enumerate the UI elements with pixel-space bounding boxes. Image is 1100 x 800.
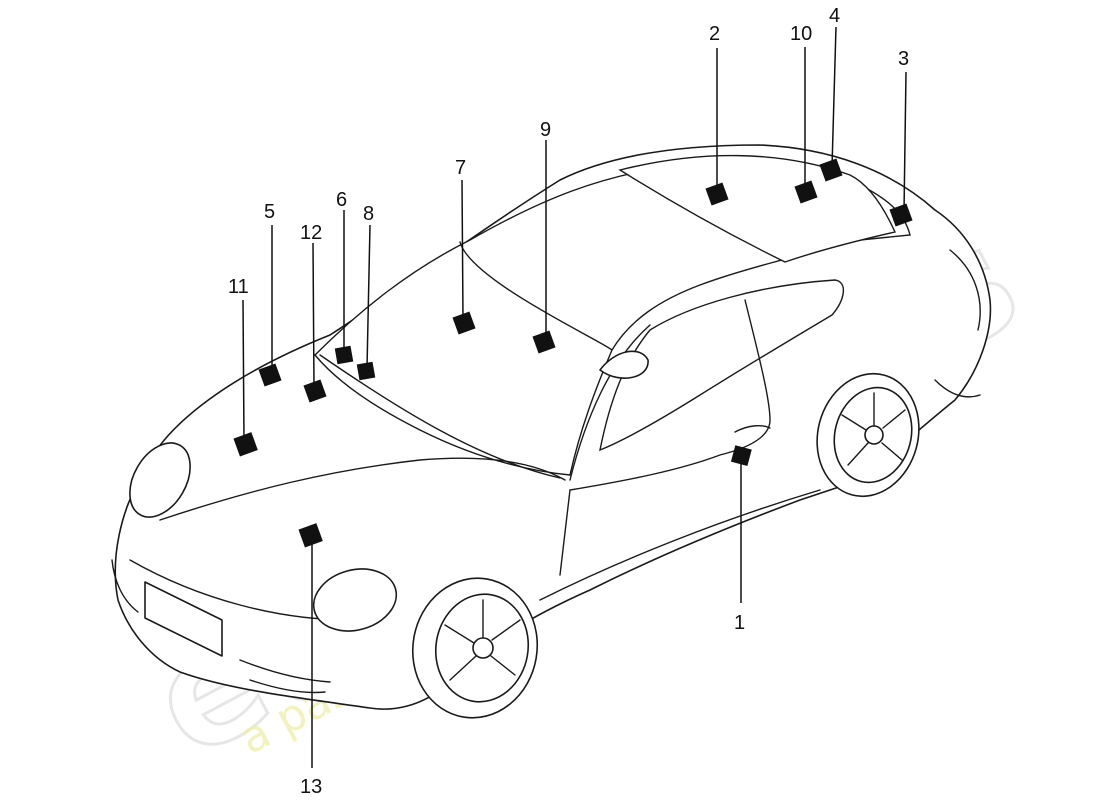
- callout-label-11: 11: [228, 276, 249, 298]
- headlight-right: [312, 568, 398, 632]
- rear-wheel: [816, 372, 920, 498]
- leader-8: [366, 224, 371, 369]
- door-handle: [734, 424, 771, 433]
- headlight-left: [129, 442, 191, 518]
- callout-labels: 1 2 3 4 5 6 7 8 9 10 11 12 13: [228, 5, 909, 798]
- callout-label-6: 6: [336, 189, 347, 211]
- rear-bumper: [934, 249, 981, 398]
- leader-11: [242, 299, 245, 442]
- marker-11[interactable]: [233, 432, 258, 457]
- leader-lines: [242, 26, 907, 768]
- car-outline: [111, 144, 992, 719]
- marker-2[interactable]: [705, 182, 729, 206]
- marker-9[interactable]: [532, 330, 556, 354]
- marker-10[interactable]: [794, 180, 818, 204]
- callout-label-7: 7: [455, 157, 466, 179]
- front-wheel: [411, 577, 539, 719]
- marker-5[interactable]: [258, 363, 282, 387]
- callout-label-4: 4: [829, 5, 840, 27]
- callout-label-12: 12: [300, 222, 322, 244]
- callout-label-10: 10: [790, 23, 812, 45]
- markers: [233, 158, 913, 548]
- marker-13[interactable]: [298, 523, 323, 548]
- side-skirt: [539, 489, 821, 601]
- callout-label-1: 1: [734, 612, 745, 634]
- door-outline: [559, 299, 771, 576]
- marker-6[interactable]: [334, 345, 354, 365]
- marker-3[interactable]: [889, 203, 913, 227]
- callout-label-2: 2: [709, 23, 720, 45]
- callout-label-3: 3: [898, 48, 909, 70]
- callout-label-8: 8: [363, 203, 374, 225]
- marker-7[interactable]: [452, 311, 476, 335]
- marker-8[interactable]: [356, 361, 376, 381]
- rear-window: [618, 154, 896, 263]
- license-plate: [144, 581, 223, 657]
- leader-12: [312, 242, 315, 389]
- windshield-frame: [319, 241, 613, 479]
- callout-label-5: 5: [264, 201, 275, 223]
- front-bumper-intake: [111, 559, 331, 694]
- leader-7: [461, 179, 464, 321]
- leader-3: [903, 71, 907, 213]
- callout-label-9: 9: [540, 119, 551, 141]
- side-window: [599, 279, 844, 452]
- marker-12[interactable]: [303, 379, 327, 403]
- side-mirror: [599, 350, 649, 379]
- callout-label-13: 13: [300, 776, 322, 798]
- marker-1[interactable]: [730, 445, 752, 467]
- marker-4[interactable]: [819, 158, 843, 182]
- leader-4: [831, 26, 837, 168]
